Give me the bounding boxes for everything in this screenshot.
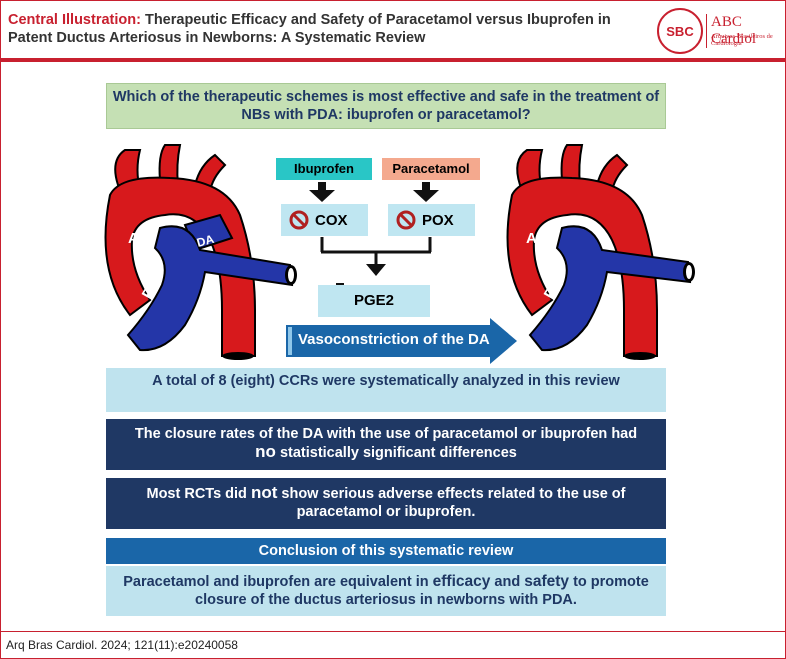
analyzed-box: A total of 8 (eight) CCRs were systemati… [106,368,666,412]
drug-arrows [309,182,439,202]
citation: Arq Bras Cardiol. 2024; 121(11):e2024005… [6,638,238,652]
adverse-emphasis: not [250,483,278,502]
journal-subtitle: Arquivos Brasileiros de Cardiologia [711,33,773,47]
paracetamol-box: Paracetamol [382,158,480,180]
figure-title: Central Illustration: Therapeutic Effica… [8,11,628,47]
title-prefix: Central Illustration: [8,12,141,28]
logo-abbr: SBC [666,23,694,39]
conclusion-and: and [494,574,521,590]
vasoconstriction-arrow [286,318,517,364]
left-ao-label: AO [128,230,151,247]
question-box: Which of the therapeutic schemes is most… [106,83,666,129]
header-rule [0,58,786,62]
footer-rule [0,631,786,632]
left-da-label: DA [195,232,216,250]
adverse-text-b: show serious adverse effects related to … [281,486,626,520]
closure-rates-box: The closure rates of the DA with the use… [106,419,666,470]
inhibit-icon [289,210,309,230]
cox-label: COX [315,211,348,229]
conclusion-heading: Conclusion of this systematic review [106,538,666,564]
pge2-box: PGE2 [318,285,430,317]
logo-divider [706,14,707,48]
merge-arrowhead [366,264,386,276]
heart-open-da [104,144,297,360]
vasoconstriction-label: Vasoconstriction of the DA [298,331,490,348]
closure-emphasis: no [255,442,276,461]
adverse-effects-box: Most RCTs did not show serious adverse e… [106,478,666,529]
conclusion-box: Paracetamol and ibuprofen are equivalent… [106,566,666,616]
closure-text-b: statistically significant differences [279,445,517,461]
journal-name: ABC Cardiol [711,14,756,47]
merge-connector [320,237,432,266]
conclusion-safety: safety [524,573,570,590]
conclusion-text-b: to promote closure of the ductus arterio… [195,574,649,608]
title-text: Therapeutic Efficacy and Safety of Parac… [8,12,611,46]
adverse-text-a: Most RCTs did [146,486,247,502]
inhibit-icon [396,210,416,230]
cox-box: COX [281,204,368,236]
pox-box: POX [388,204,475,236]
ibuprofen-box: Ibuprofen [276,158,372,180]
pox-label: POX [422,211,454,229]
heart-closed-da [506,144,695,360]
right-ao-label: AO [526,230,549,247]
sbc-seal-icon: SBC [657,8,703,54]
closure-text-a: The closure rates of the DA with the use… [134,426,638,442]
conclusion-efficacy: efficacy [432,573,491,590]
conclusion-text-a: Paracetamol and ibuprofen are equivalent… [123,574,429,590]
